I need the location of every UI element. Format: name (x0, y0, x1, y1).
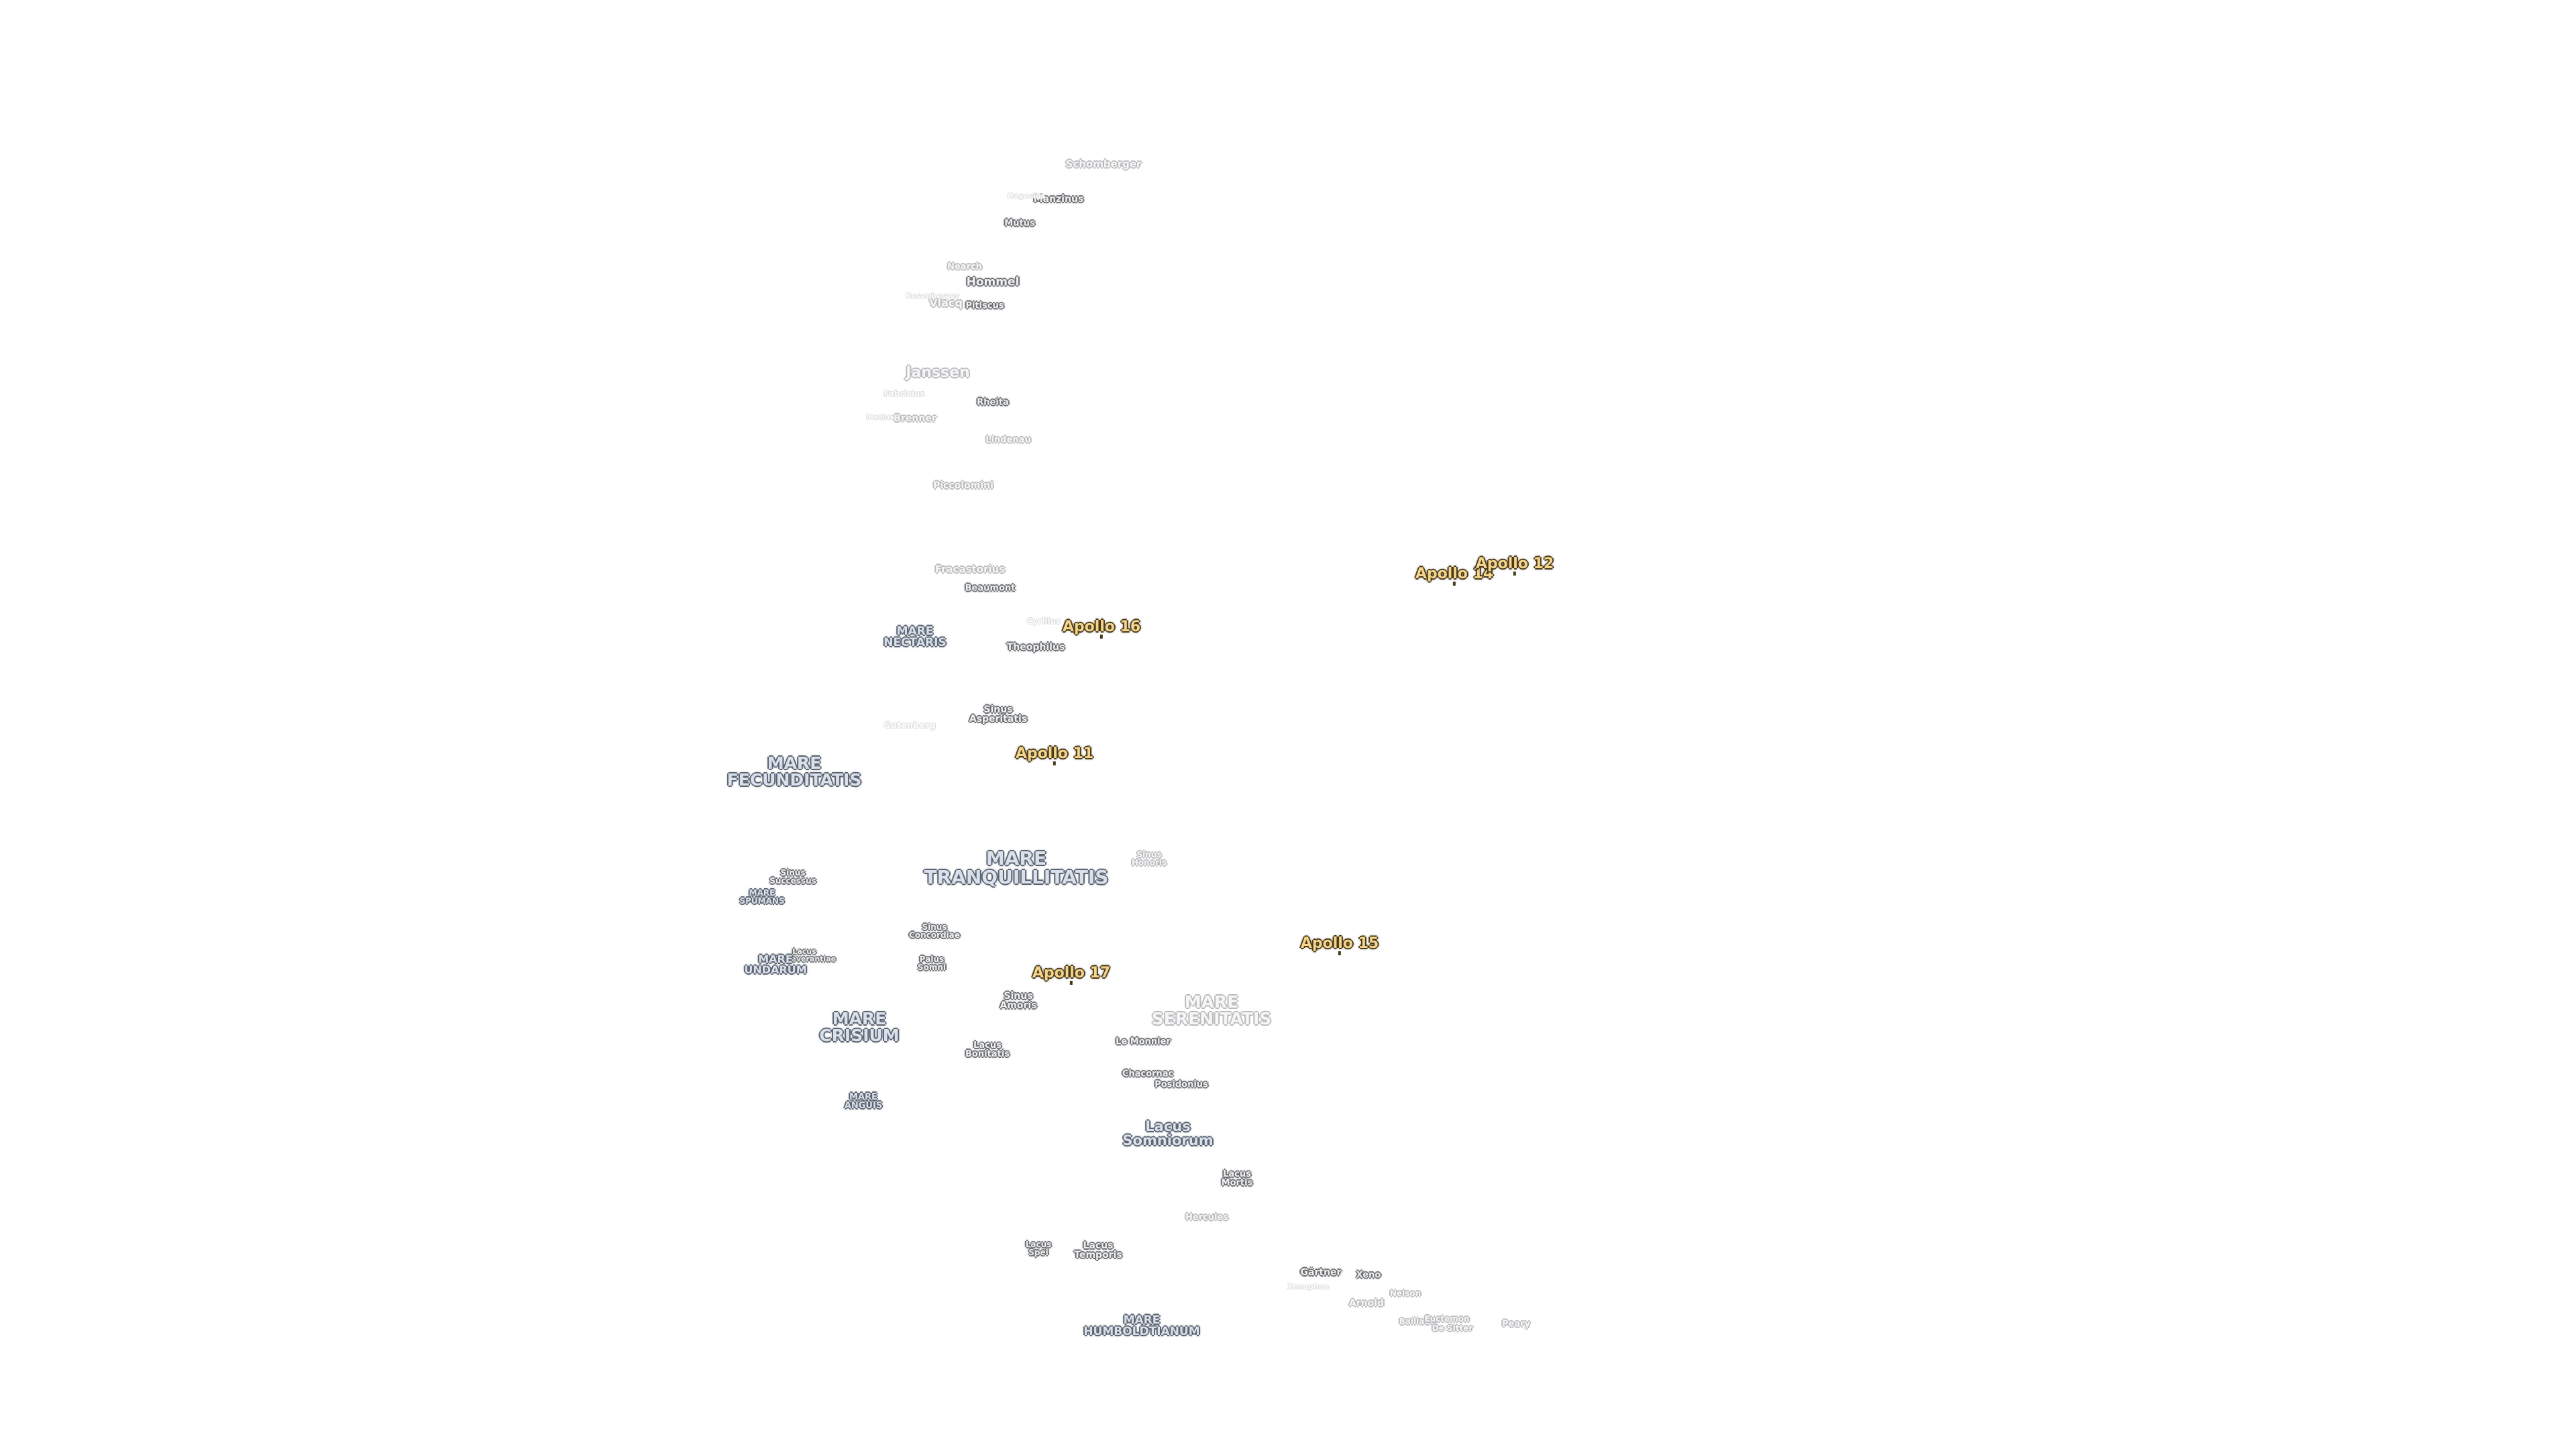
map-label-hercules: Hercules (1185, 1212, 1229, 1223)
map-label-mare-anguis: MARE ANGUIS (844, 1092, 883, 1111)
map-label-euctemon: Euctemon (1424, 1314, 1470, 1324)
map-label-lacus-temporis: Lacus Temporis (1074, 1240, 1122, 1260)
map-label-hommel: Hommel (966, 275, 1020, 289)
map-label-palus-somni: Palus Somni (917, 955, 947, 972)
map-label-mare-crisium: MARE CRISIUM (819, 1009, 900, 1045)
map-label-nearch: Nearch (947, 262, 982, 272)
map-label-cyrillus: Cyrillus (1026, 616, 1061, 626)
map-label-mare-nectaris: MARE NECTARIS (883, 625, 947, 649)
map-label-mare-serenitatis: MARE SERENITATIS (1151, 992, 1272, 1028)
map-label-metius: Metius (866, 413, 894, 422)
landing-site-apollo-14[interactable]: Apollo 14 (1415, 566, 1494, 586)
map-label-rosenberger: Rosenberger (906, 291, 959, 301)
map-label-schomberger: Schomberger (1065, 158, 1142, 170)
map-label-de-sitter: De Sitter (1432, 1324, 1473, 1333)
map-label-mare-humboldtianum: MARE HUMBOLDTIANUM (1083, 1313, 1200, 1338)
map-label-mare-undarum: MARE UNDARUM (744, 953, 807, 976)
map-label-pitiscus: Pitiscus (965, 301, 1004, 311)
landing-site-apollo-16[interactable]: Apollo 16 (1062, 619, 1141, 639)
landing-site-apollo-12[interactable]: Apollo 12 (1475, 555, 1554, 576)
map-label-rheita: Rheita (977, 397, 1009, 408)
map-label-manzinus: Manzinus (1033, 194, 1084, 205)
map-label-g-rtner: Gärtner (1300, 1267, 1342, 1278)
map-label-peary: Peary (1501, 1319, 1531, 1330)
map-label-baillaud: Baillaud (1399, 1317, 1436, 1326)
map-label-sinus-successus: Sinus Successus (769, 868, 816, 885)
map-label-theophilus: Theophilus (1006, 642, 1065, 653)
landing-site-apollo-17[interactable]: Apollo 17 (1032, 965, 1111, 985)
map-label-hagecius: Hagecius (1007, 191, 1046, 201)
landing-site-apollo-11[interactable]: Apollo 11 (1015, 745, 1094, 765)
map-label-le-monnier: Le Monnier (1116, 1036, 1171, 1047)
map-label-mare-fecunditatis: MARE FECUNDITATIS (727, 753, 862, 790)
map-label-sinus-asperitatis: Sinus Asperitatis (969, 704, 1028, 724)
map-label-nelson: Nelson (1389, 1289, 1421, 1298)
map-label-lindenau: Lindenau (985, 435, 1031, 445)
map-label-janssen: Janssen (906, 364, 970, 381)
map-label-sinus-honoris: Sinus Honoris (1131, 850, 1167, 867)
map-label-chacornac: Chacornac (1122, 1069, 1174, 1079)
map-label-lacus-somniorum: Lacus Somniorum (1122, 1118, 1214, 1148)
map-label-sinus-amoris: Sinus Amoris (1000, 991, 1037, 1011)
map-label-brenner: Brenner (894, 413, 936, 424)
landing-site-apollo-15[interactable]: Apollo 15 (1300, 935, 1379, 955)
map-label-mutus: Mutus (1004, 218, 1035, 229)
map-label-xeno: Xeno (1356, 1270, 1381, 1281)
map-label-fabricius: Fabricius (883, 389, 925, 398)
map-label-mare-spumans: MARE SPUMANS (739, 888, 785, 906)
map-label-piccolomini: Piccolomini (933, 480, 994, 491)
map-label-fracastorius: Fracastorius (934, 563, 1006, 576)
map-label-sinus-concordiae: Sinus Concordiae (909, 922, 960, 940)
map-label-beaumont: Beaumont (965, 583, 1016, 594)
map-label-gutenberg: Gutenberg (883, 720, 936, 731)
map-label-mare-tranquillitatis: MARE TRANQUILLITATIS (924, 847, 1109, 888)
map-label-lacus-bonitatis: Lacus Bonitatis (965, 1040, 1010, 1059)
map-label-posidonius: Posidonius (1155, 1079, 1208, 1090)
map-label-lacus-perseverantiae: Lacus Perseverantiae (772, 947, 837, 963)
map-label-lacus-mortis: Lacus Mortis (1221, 1169, 1253, 1188)
map-label-xenophon: Xenophon (1287, 1282, 1330, 1291)
map-label-lacus-spei: Lacus Spei (1025, 1240, 1052, 1257)
map-label-arnold: Arnold (1348, 1298, 1385, 1309)
map-label-vlacq: Vlacq (929, 297, 963, 309)
